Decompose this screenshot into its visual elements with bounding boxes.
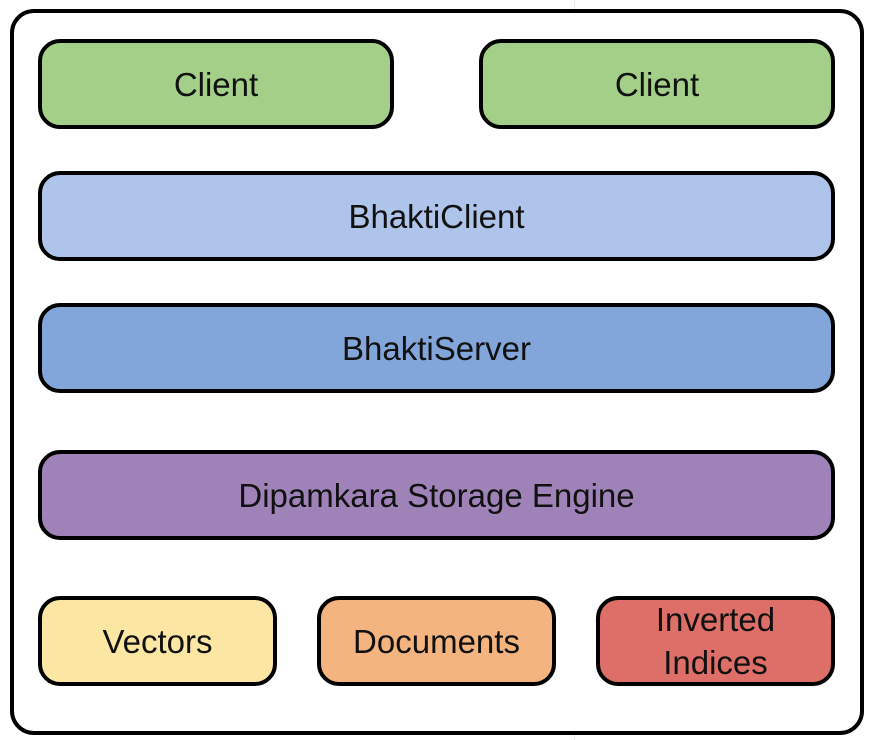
bhakti-server-box: BhaktiServer — [38, 303, 835, 393]
vectors-label: Vectors — [102, 622, 213, 660]
documents-label: Documents — [353, 622, 520, 660]
inverted-indices-box: Inverted Indices — [596, 596, 835, 686]
inverted-indices-label: Inverted Indices — [655, 601, 776, 681]
bhakti-server-label: BhaktiServer — [342, 329, 531, 367]
vectors-box: Vectors — [38, 596, 277, 686]
client-box-right: Client — [479, 39, 835, 129]
storage-engine-label: Dipamkara Storage Engine — [238, 476, 635, 514]
client-label-left: Client — [173, 65, 259, 103]
client-label-right: Client — [614, 65, 700, 103]
storage-engine-box: Dipamkara Storage Engine — [38, 450, 835, 540]
bhakti-client-label: BhaktiClient — [348, 197, 525, 235]
documents-box: Documents — [317, 596, 556, 686]
bhakti-client-box: BhaktiClient — [38, 171, 835, 261]
client-box-left: Client — [38, 39, 394, 129]
